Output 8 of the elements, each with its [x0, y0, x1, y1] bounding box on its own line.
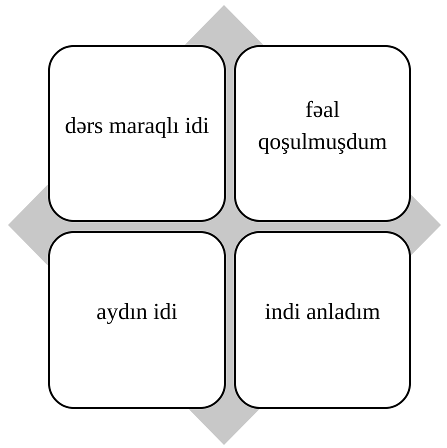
box-text: fəal qoşulmuşdum: [256, 96, 388, 156]
rounded-box: [48, 231, 226, 409]
box-text: indi anladım: [264, 298, 380, 326]
rounded-box: [234, 231, 411, 409]
rounded-box: [48, 45, 226, 222]
box-text: dərs maraqlı idi: [64, 112, 210, 140]
box-text: aydın idi: [96, 298, 178, 326]
rounded-box: [234, 45, 411, 222]
